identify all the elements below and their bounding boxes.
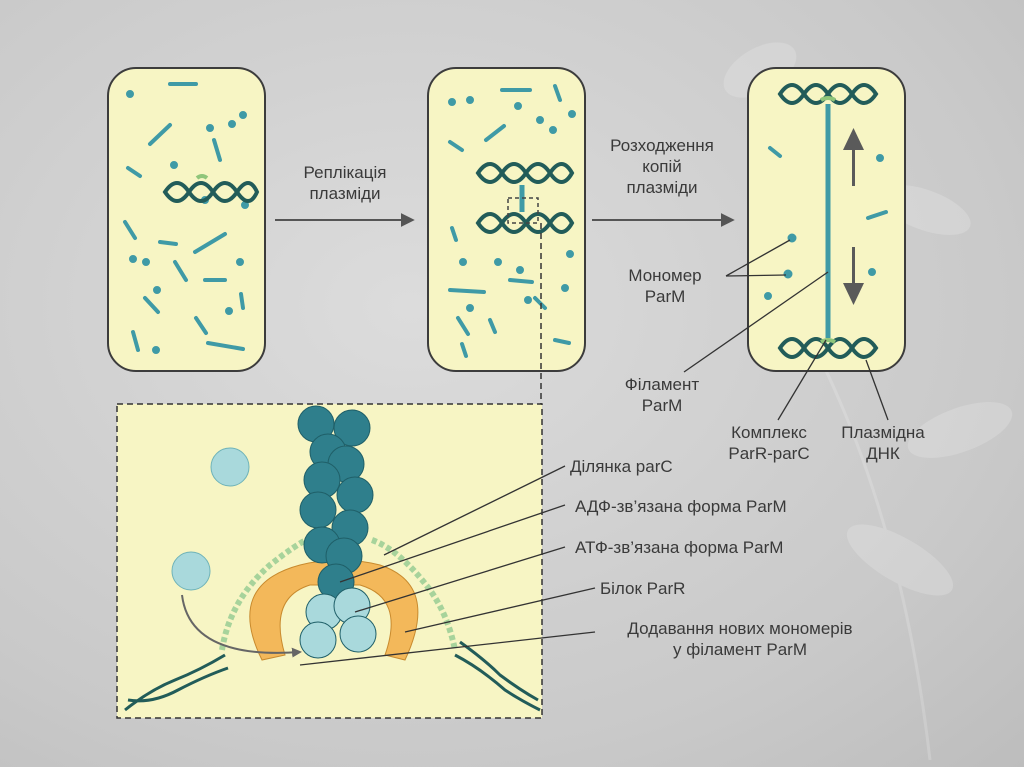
cell-3-contents: [777, 83, 879, 359]
label-monomer-line1: Мономер: [628, 266, 702, 285]
connector-lines-bottom: [299, 465, 596, 666]
cell-1-monomers: [123, 82, 249, 354]
parr-crescent: [249, 559, 419, 661]
label-replication-line1: Реплікація: [303, 163, 387, 182]
label-parc-site: Ділянка parC: [570, 457, 673, 476]
connector-lines-top: [683, 239, 889, 421]
dark-dna: [124, 640, 541, 712]
label-segregation-line2: копій: [642, 157, 682, 176]
label-filament-line2: ParM: [641, 396, 683, 415]
label-complex: Комплекс ParR-parC: [714, 422, 824, 464]
free-monomer-1: [210, 447, 250, 487]
label-segregation-line3: плазміди: [626, 178, 698, 197]
cell-2-plasmids: [475, 162, 575, 234]
label-plasmid-dna-line2: ДНК: [866, 444, 900, 463]
monomer-addition-arrow: [181, 594, 302, 658]
label-adp-form: АДФ-зв’язана форма ParM: [575, 497, 787, 516]
label-replication-line2: плазміди: [309, 184, 381, 203]
free-monomer-2: [171, 551, 211, 591]
label-filament: Філамент ParM: [612, 374, 712, 416]
label-segregation-line1: Розходження: [610, 136, 714, 155]
label-parr-protein: Білок ParR: [600, 579, 686, 598]
label-complex-line1: Комплекс: [731, 423, 807, 442]
label-filament-line1: Філамент: [624, 375, 700, 394]
label-segregation: Розходження копій плазміди: [592, 135, 732, 198]
label-new-monomers-line2: у філамент ParM: [672, 640, 808, 659]
cell-3-monomers: [764, 146, 888, 300]
label-plasmid-dna: Плазмідна ДНК: [828, 422, 938, 464]
label-new-monomers: Додавання нових мономерів у філамент Par…: [598, 618, 882, 660]
label-complex-line2: ParR-parC: [728, 444, 810, 463]
cell-1-plasmid: [162, 174, 260, 203]
cell-2-monomers: [448, 84, 576, 358]
label-replication: Реплікація плазміди: [280, 162, 410, 204]
parm-filament: [297, 405, 377, 659]
label-monomer: Мономер ParM: [610, 265, 720, 307]
cell-1: [107, 67, 266, 372]
label-monomer-line2: ParM: [644, 287, 686, 306]
light-dna: [219, 535, 458, 651]
label-plasmid-dna-line1: Плазмідна: [841, 423, 925, 442]
label-new-monomers-line1: Додавання нових мономерів: [627, 619, 853, 638]
label-atp-form: АТФ-зв’язана форма ParM: [575, 538, 784, 557]
movement-arrows: [843, 128, 864, 305]
